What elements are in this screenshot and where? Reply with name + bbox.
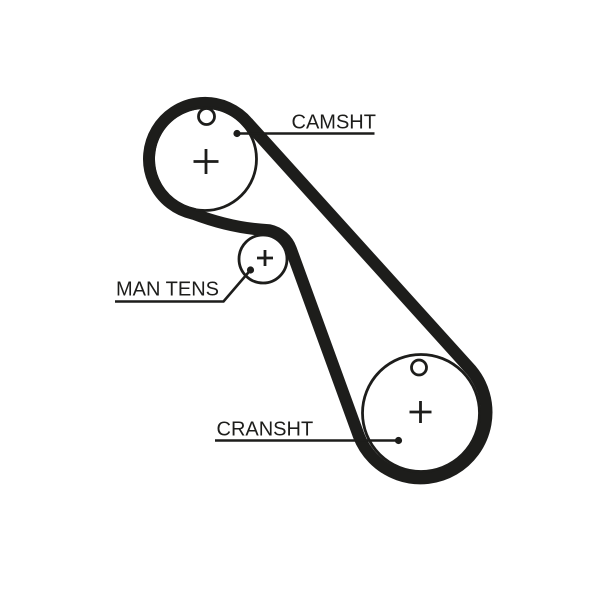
crankshaft-label: CRANSHT xyxy=(217,419,314,441)
camshaft-callout: CAMSHT xyxy=(233,112,376,138)
camshaft-label: CAMSHT xyxy=(292,112,376,134)
camshaft-alignment-hole xyxy=(197,107,216,126)
tensioner-leader-dot xyxy=(246,266,255,274)
tensioner-callout: MAN TENS xyxy=(115,266,255,303)
crankshaft-pulley xyxy=(361,353,481,473)
crankshaft-alignment-hole xyxy=(410,358,428,377)
camshaft-leader-dot xyxy=(233,129,241,138)
camshaft-center-mark xyxy=(193,149,219,174)
crankshaft-center-mark xyxy=(409,401,432,423)
crankshaft-leader-dot xyxy=(394,436,403,445)
timing-belt xyxy=(143,96,493,485)
tensioner-pulley xyxy=(237,233,289,285)
tensioner-leader-line xyxy=(115,269,252,303)
crankshaft-callout: CRANSHT xyxy=(215,419,403,445)
tensioner-label: MAN TENS xyxy=(116,279,219,301)
tensioner-center-mark xyxy=(257,250,273,266)
